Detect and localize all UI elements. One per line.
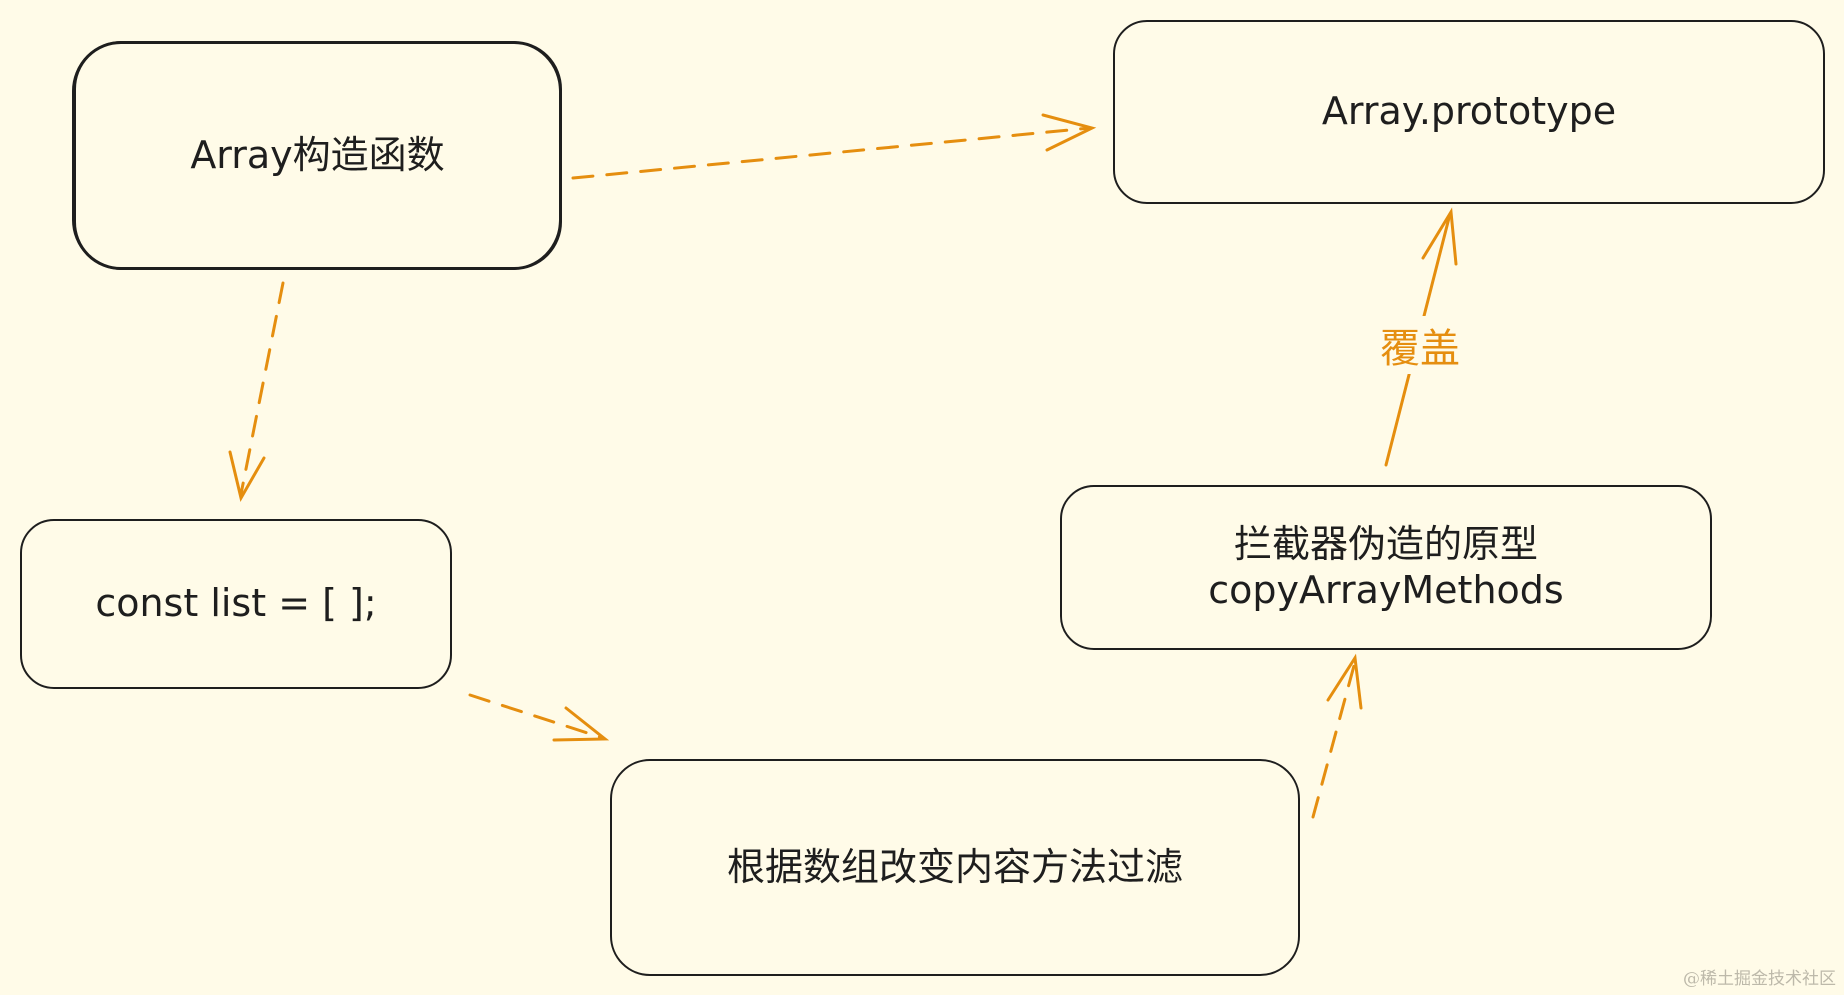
edge-constructor-to-prototype [571,113,1097,180]
node-label: Array构造函数 [190,132,445,177]
node-label: const list = [ ]; [95,581,377,626]
node-const-list: const list = [ ]; [20,519,452,689]
edge-constructor-to-list [228,281,285,503]
watermark: @稀土掘金技术社区 [1683,969,1836,989]
node-label: Array.prototype [1321,89,1617,134]
edge-filter-to-copy [1311,653,1363,819]
edge-list-to-filter [468,693,610,742]
node-label: 根据数组改变内容方法过滤 [726,844,1183,889]
node-copy-array-methods: 拦截器伪造的原型 copyArrayMethods [1060,485,1712,650]
node-array-prototype: Array.prototype [1113,20,1825,204]
node-label-line2: copyArrayMethods [1208,567,1564,612]
node-label-line1: 拦截器伪造的原型 [1233,521,1538,566]
node-array-constructor: Array构造函数 [72,41,562,270]
node-filter-methods: 根据数组改变内容方法过滤 [610,759,1300,976]
edge-label-override: 覆盖 [1376,316,1464,374]
